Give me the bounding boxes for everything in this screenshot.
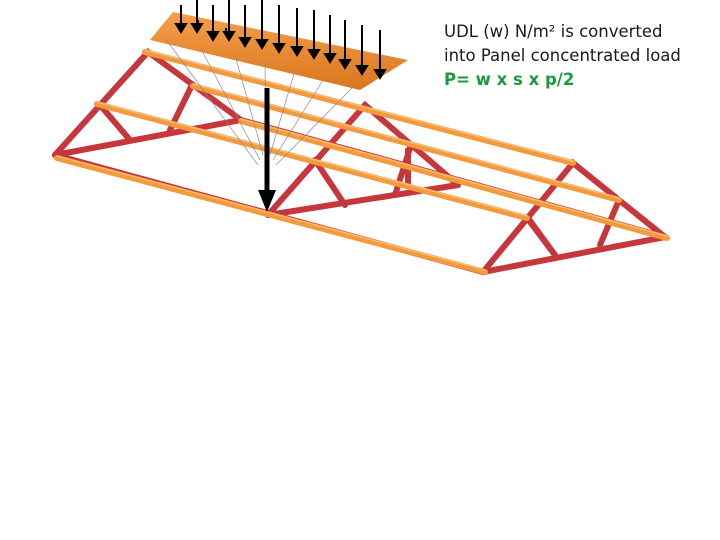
caption-line-2: into Panel concentrated load (444, 46, 681, 65)
truss-mid-web-1 (312, 157, 348, 208)
purlin-ridge (142, 49, 576, 166)
truss-mid-rafters (265, 100, 461, 218)
back-columns (237, 120, 669, 462)
eave-beams (52, 117, 668, 275)
concentrated-load-arrow (258, 88, 276, 212)
purlin-1 (94, 101, 530, 221)
truss-right-web-3 (525, 215, 558, 258)
panel-load-formula: P= w x s x p/2 (444, 70, 575, 89)
truss-back-tie (52, 117, 244, 158)
truss-right-tie (480, 234, 668, 275)
caption: UDL (w) N/m² is converted into Panel con… (444, 20, 716, 92)
udl-arrows (174, 0, 387, 80)
truss-back-web-1 (97, 102, 133, 143)
purlin-4 (238, 118, 670, 241)
purlin-3 (190, 83, 622, 203)
front-columns (51, 158, 487, 500)
caption-line-1: UDL (w) N/m² is converted (444, 22, 663, 41)
